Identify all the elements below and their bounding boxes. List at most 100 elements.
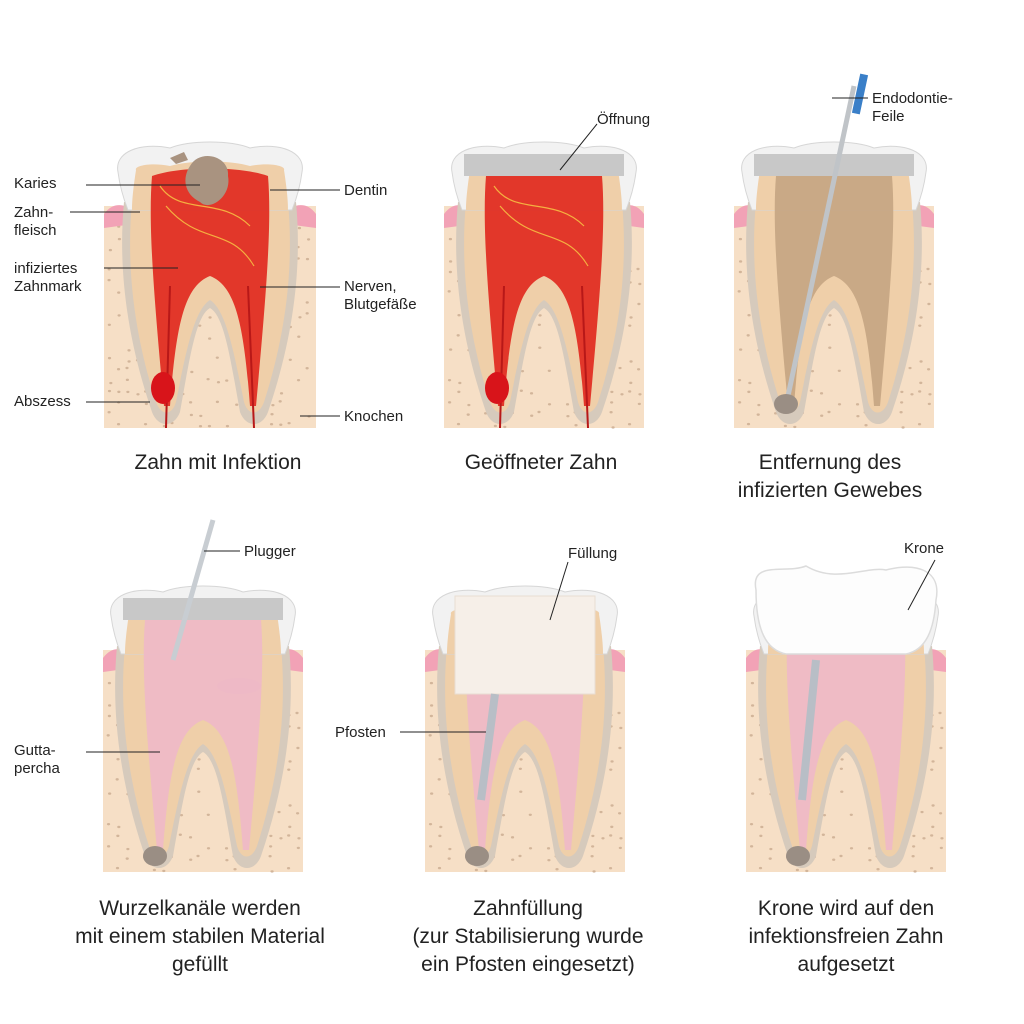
label-knochen: Knochen [344,408,404,425]
bone-dot [768,857,772,860]
bone-dot [143,422,148,426]
bone-dot [270,413,274,416]
bone-dot [609,411,613,414]
bone-dot [758,778,762,781]
bone-dot [467,403,471,407]
bone-dot [447,290,451,293]
label-abszess: Abszess [14,393,71,410]
label-endodontie-feile: Endodontie- Feile [872,90,953,125]
bone-dot [188,836,193,839]
bone-dot [918,324,922,327]
bone-dot [751,704,755,707]
tooth-panel-5 [425,585,625,873]
label-fuellung: Füllung [568,545,618,562]
pulp [774,168,894,406]
bone-dot [297,726,301,730]
bone-dot [448,237,453,241]
nerve-fibers [159,185,255,267]
bone-dot [429,681,434,685]
bone-dot [107,323,111,326]
pulp [143,612,263,850]
bone-dot [868,858,872,862]
bone-dot [610,760,614,763]
bone-dot [618,746,622,750]
bone-dot [821,833,825,836]
bone-dot [447,857,451,860]
bone-dot [216,380,221,384]
bone-dot [162,869,166,873]
bone-dot [116,757,120,761]
plugger [170,519,216,661]
bone-dot [107,411,111,414]
bone-dot [449,348,453,351]
bone-dot [306,238,311,241]
bone-dot [927,402,931,406]
bone-dot [518,854,522,858]
bone-dot [144,402,148,406]
bone-dot [638,393,642,396]
filling [454,595,596,695]
bone-dot [225,858,229,862]
bone-dot [286,866,291,870]
caption-panel-6: Krone wird auf den infektionsfreien Zahn… [748,897,944,976]
bone-dot [538,314,542,317]
bone-dot [197,758,201,761]
bone-dot [627,422,632,426]
bone-dot [198,425,203,428]
bone-dot [269,845,273,848]
blood-vessel [165,285,171,429]
bone-dot [125,366,129,370]
bone-dot [637,402,641,406]
bone-dot [520,369,525,373]
bone-dot [295,812,300,815]
bone-dot [538,346,542,349]
bone-dot [738,401,742,404]
bone-dot [619,726,623,730]
bone-dot [429,714,433,718]
bone-dot [940,726,944,730]
bone-dot [929,866,934,870]
bone-dot [233,868,237,871]
bone-dot [428,822,433,826]
bone-dot [618,366,622,370]
bone-dot [738,237,743,241]
bone-dot [196,854,200,858]
bone-dot [547,403,552,406]
bone-dot [297,335,301,338]
bone-dot [547,858,551,862]
bone-dot [297,226,302,230]
bone-dot [297,837,301,840]
bone-dot [831,836,836,839]
post [798,659,820,801]
label-krone: Krone [904,540,945,557]
bone-dot [529,392,534,395]
bone-dot [152,868,156,872]
bone-dot [117,314,121,317]
bone-dot [592,870,596,873]
bone-dot [610,804,614,807]
bone-dot [500,833,504,836]
bone-dot [912,845,916,848]
bone-dot [629,316,633,319]
bone-dot [296,746,300,750]
bone-dot [748,381,752,385]
bone-dot [296,846,300,850]
bone-dot [547,369,551,373]
bone-dot [609,768,613,771]
bone-dot [108,248,113,252]
bone-dot [109,381,113,385]
bone-dot [438,834,442,838]
bone-dot [305,367,309,370]
label-infiziertes-zahnmark: infiziertes Zahnmark [14,260,82,295]
bone-dot [920,810,924,814]
bone-dot [437,778,441,781]
bone-dot [749,734,753,737]
bone-dot [305,312,309,315]
bone-dot [900,401,904,404]
bone-dot [279,392,284,395]
bone-dot [288,804,292,807]
blood-vessel [499,285,505,429]
tooth-panel-2 [444,141,644,429]
bone-dot [917,422,922,426]
